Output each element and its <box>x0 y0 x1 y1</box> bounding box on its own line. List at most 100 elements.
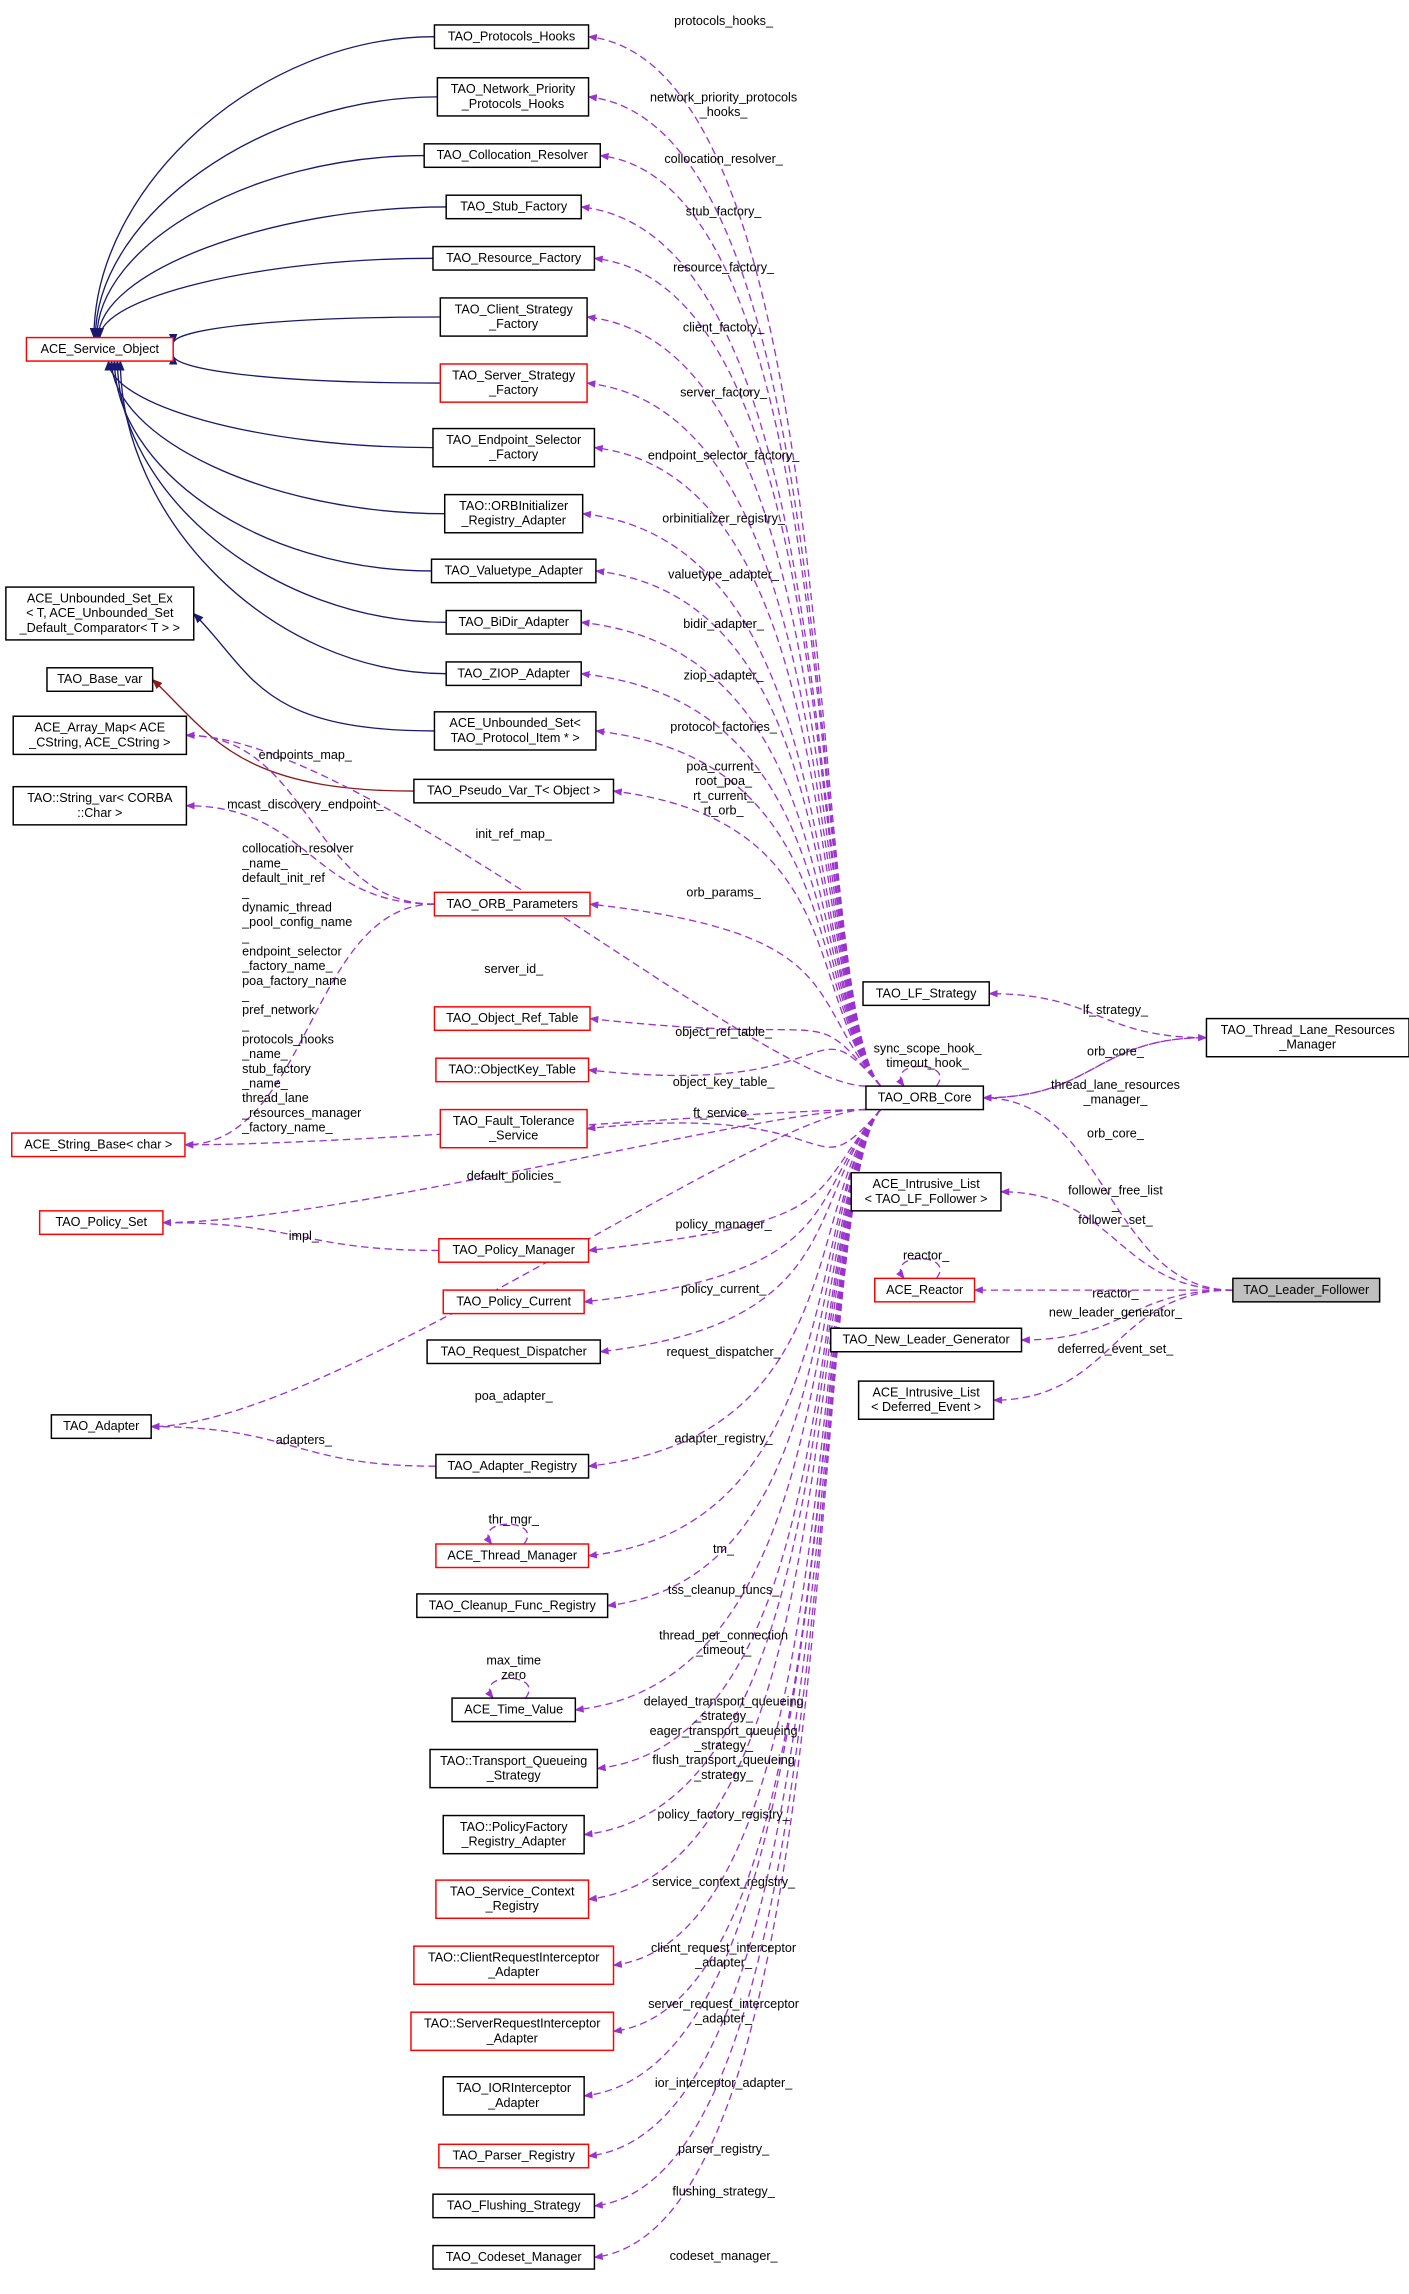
class-box[interactable] <box>438 1237 590 1263</box>
class-box[interactable] <box>443 493 584 534</box>
class-node-tao-client-strategy-factory[interactable]: TAO_Client_Strategy_Factory <box>439 297 588 337</box>
class-node-ace-reactor[interactable]: ACE_Reactor <box>874 1277 976 1303</box>
class-node-tao-object-ref-table[interactable]: TAO_Object_Ref_Table <box>433 1006 591 1032</box>
class-box[interactable] <box>12 715 188 756</box>
class-box[interactable] <box>423 143 602 169</box>
class-node-tao-lf-strategy[interactable]: TAO_LF_Strategy <box>862 981 990 1007</box>
class-box[interactable] <box>25 336 174 362</box>
class-node-ace-unbounded-set-ex-t-ace-unbounded-set-default-comparator-t[interactable]: ACE_Unbounded_Set_Ex< T, ACE_Unbounded_S… <box>5 586 195 641</box>
class-node-tao-policyfactory-registry-adapter[interactable]: TAO::PolicyFactory_Registry_Adapter <box>442 1814 585 1855</box>
class-node-tao-leader-follower[interactable]: TAO_Leader_Follower <box>1232 1277 1381 1303</box>
class-node-tao-string-var-corba-char[interactable]: TAO::String_var< CORBA::Char > <box>12 785 188 826</box>
class-node-ace-time-value[interactable]: ACE_Time_Value <box>451 1697 577 1723</box>
class-box[interactable] <box>442 2076 585 2116</box>
class-node-tao-collocation-resolver[interactable]: TAO_Collocation_Resolver <box>423 143 602 169</box>
class-box[interactable] <box>445 194 582 220</box>
class-box[interactable] <box>451 1697 577 1723</box>
class-box[interactable] <box>432 245 596 271</box>
class-node-tao-clientrequestinterceptor-adapter[interactable]: TAO::ClientRequestInterceptor_Adapter <box>413 1945 615 1986</box>
class-node-ace-service-object[interactable]: ACE_Service_Object <box>25 336 174 362</box>
class-node-ace-array-map-ace-cstring-ace-cstring[interactable]: ACE_Array_Map< ACE_CString, ACE_CString … <box>12 715 188 756</box>
class-box[interactable] <box>413 778 615 804</box>
class-node-tao-protocols-hooks[interactable]: TAO_Protocols_Hooks <box>433 24 590 50</box>
class-box[interactable] <box>5 586 195 641</box>
class-box[interactable] <box>435 1543 590 1569</box>
class-node-ace-string-base-char[interactable]: ACE_String_Base< char > <box>11 1132 186 1158</box>
class-box[interactable] <box>438 2143 590 2169</box>
class-box[interactable] <box>442 1814 585 1855</box>
class-box[interactable] <box>429 1748 599 1789</box>
class-box[interactable] <box>11 1132 186 1158</box>
class-box[interactable] <box>874 1277 976 1303</box>
class-box[interactable] <box>435 1879 590 1920</box>
class-node-tao-bidir-adapter[interactable]: TAO_BiDir_Adapter <box>445 609 582 635</box>
class-node-tao-fault-tolerance-service[interactable]: TAO_Fault_Tolerance_Service <box>439 1108 588 1149</box>
class-node-tao-codeset-manager[interactable]: TAO_Codeset_Manager <box>432 2244 596 2270</box>
class-node-tao-network-priority-protocols-hooks[interactable]: TAO_Network_Priority_Protocols_Hooks <box>436 77 590 117</box>
class-node-tao-pseudo-var-t-object[interactable]: TAO_Pseudo_Var_T< Object > <box>413 778 615 804</box>
class-node-ace-intrusive-list-deferred-event[interactable]: ACE_Intrusive_List< Deferred_Event > <box>857 1380 995 1420</box>
class-box[interactable] <box>439 363 588 403</box>
class-box[interactable] <box>38 1210 164 1236</box>
class-node-tao-ziop-adapter[interactable]: TAO_ZIOP_Adapter <box>445 661 582 687</box>
class-node-ace-intrusive-list-tao-lf-follower[interactable]: ACE_Intrusive_List< TAO_LF_Follower > <box>850 1171 1002 1212</box>
class-box[interactable] <box>426 1339 602 1365</box>
class-node-tao-orb-parameters[interactable]: TAO_ORB_Parameters <box>433 891 591 917</box>
class-node-tao-parser-registry[interactable]: TAO_Parser_Registry <box>438 2143 590 2169</box>
class-box[interactable] <box>433 891 591 917</box>
class-node-tao-policy-manager[interactable]: TAO_Policy_Manager <box>438 1237 590 1263</box>
class-box[interactable] <box>432 427 596 468</box>
class-node-ace-unbounded-set-tao-protocol-item[interactable]: ACE_Unbounded_Set<TAO_Protocol_Item * > <box>433 711 597 751</box>
class-node-tao-serverrequestinterceptor-adapter[interactable]: TAO::ServerRequestInterceptor_Adapter <box>410 2011 615 2052</box>
class-box[interactable] <box>432 2244 596 2270</box>
class-box[interactable] <box>433 24 590 50</box>
class-box[interactable] <box>413 1945 615 1986</box>
class-box[interactable] <box>410 2011 615 2052</box>
class-box[interactable] <box>865 1085 985 1111</box>
class-node-ace-thread-manager[interactable]: ACE_Thread_Manager <box>435 1543 590 1569</box>
class-node-tao-flushing-strategy[interactable]: TAO_Flushing_Strategy <box>432 2193 596 2219</box>
class-node-tao-iorinterceptor-adapter[interactable]: TAO_IORInterceptor_Adapter <box>442 2076 585 2116</box>
class-node-tao-request-dispatcher[interactable]: TAO_Request_Dispatcher <box>426 1339 602 1365</box>
class-box[interactable] <box>435 1453 590 1479</box>
class-box[interactable] <box>862 981 990 1007</box>
class-box[interactable] <box>439 1108 588 1149</box>
class-box[interactable] <box>829 1327 1023 1353</box>
class-box[interactable] <box>12 785 188 826</box>
class-box[interactable] <box>435 1057 590 1083</box>
class-box[interactable] <box>433 1006 591 1032</box>
class-box[interactable] <box>432 2193 596 2219</box>
class-node-tao-valuetype-adapter[interactable]: TAO_Valuetype_Adapter <box>430 558 597 584</box>
class-node-tao-endpoint-selector-factory[interactable]: TAO_Endpoint_Selector_Factory <box>432 427 596 468</box>
class-node-tao-server-strategy-factory[interactable]: TAO_Server_Strategy_Factory <box>439 363 588 403</box>
class-node-tao-orb-core[interactable]: TAO_ORB_Core <box>865 1085 985 1111</box>
class-box[interactable] <box>850 1171 1002 1212</box>
class-box[interactable] <box>445 609 582 635</box>
class-box[interactable] <box>430 558 597 584</box>
class-node-tao-stub-factory[interactable]: TAO_Stub_Factory <box>445 194 582 220</box>
class-box[interactable] <box>436 77 590 117</box>
class-node-tao-resource-factory[interactable]: TAO_Resource_Factory <box>432 245 596 271</box>
class-node-tao-policy-set[interactable]: TAO_Policy_Set <box>38 1210 164 1236</box>
class-box[interactable] <box>433 711 597 751</box>
class-node-tao-transport-queueing-strategy[interactable]: TAO::Transport_Queueing_Strategy <box>429 1748 599 1789</box>
class-box[interactable] <box>857 1380 995 1420</box>
class-node-tao-base-var[interactable]: TAO_Base_var <box>46 667 154 693</box>
class-node-tao-cleanup-func-registry[interactable]: TAO_Cleanup_Func_Registry <box>416 1593 609 1619</box>
class-node-tao-adapter-registry[interactable]: TAO_Adapter_Registry <box>435 1453 590 1479</box>
class-node-tao-service-context-registry[interactable]: TAO_Service_Context_Registry <box>435 1879 590 1920</box>
class-box[interactable] <box>439 297 588 337</box>
class-node-tao-orbinitializer-registry-adapter[interactable]: TAO::ORBInitializer_Registry_Adapter <box>443 493 584 534</box>
class-box[interactable] <box>442 1289 585 1315</box>
class-node-tao-thread-lane-resources-manager[interactable]: TAO_Thread_Lane_Resources_Manager <box>1205 1017 1409 1058</box>
class-node-tao-policy-current[interactable]: TAO_Policy_Current <box>442 1289 585 1315</box>
class-node-tao-adapter[interactable]: TAO_Adapter <box>50 1414 152 1440</box>
class-node-tao-objectkey-table[interactable]: TAO::ObjectKey_Table <box>435 1057 590 1083</box>
class-box[interactable] <box>46 667 154 693</box>
class-box[interactable] <box>445 661 582 687</box>
class-box[interactable] <box>50 1414 152 1440</box>
class-box[interactable] <box>1232 1277 1381 1303</box>
class-box[interactable] <box>416 1593 609 1619</box>
class-name: TAO_Base_var <box>57 672 142 686</box>
class-node-tao-new-leader-generator[interactable]: TAO_New_Leader_Generator <box>829 1327 1023 1353</box>
